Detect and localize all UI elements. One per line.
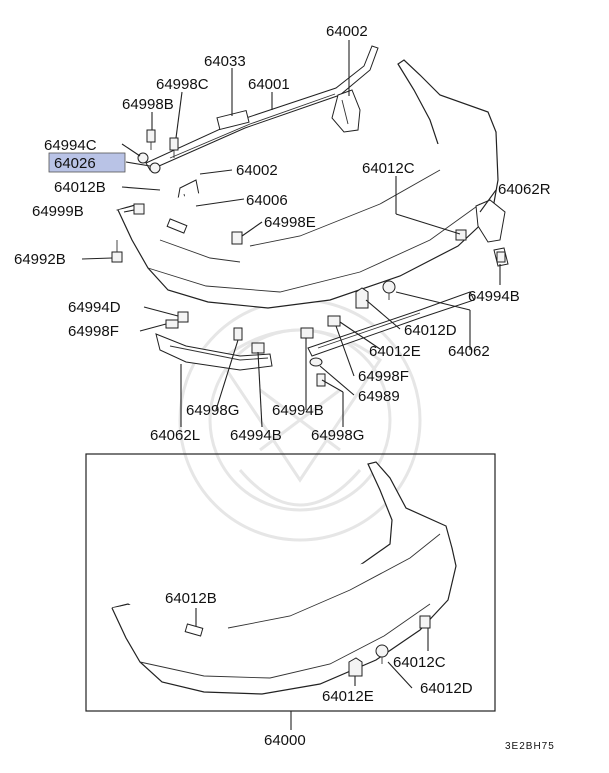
label-64012D-bottom: 64012D [420,680,473,697]
clip-64994D [177,311,189,323]
label-64026: 64026 [54,155,96,172]
label-64062R: 64062R [498,181,551,198]
label-64012C-bottom: 64012C [393,654,446,671]
label-64989: 64989 [358,388,400,405]
label-64992B: 64992B [14,251,66,268]
label-64002-top: 64002 [326,23,368,40]
screw-64998F-right [327,315,341,327]
bolt-64992B [111,240,123,263]
clip-64012C-lower [419,615,431,629]
screw-64998G-left [233,327,243,341]
label-64062: 64062 [448,343,490,360]
label-64999B: 64999B [32,203,84,220]
clip-64999B [133,203,145,215]
label-64012E-bottom: 64012E [322,688,374,705]
label-64012C-top: 64012C [362,160,415,177]
clip-64994B-center [300,327,314,339]
label-64998G-right: 64998G [311,427,364,444]
screw-64998F-left [165,319,179,329]
label-64012B-top: 64012B [54,179,106,196]
screw-64998G-right [316,373,326,387]
clip-64012D-lower [375,644,389,664]
label-64998F-left: 64998F [68,323,119,340]
screw-64998E [231,231,243,245]
lower-rail-64062 [307,291,475,357]
label-64994B-left: 64994B [230,427,282,444]
leader-lines-lower [195,608,429,730]
leader-lines-upper [81,40,501,428]
clip-64994B-left [251,342,265,354]
label-64998C: 64998C [156,76,209,93]
diagram-code: 3E2BH75 [505,741,555,752]
bracket-64002-upper [331,89,361,133]
nut-64026 [149,162,161,174]
label-64998E: 64998E [264,214,316,231]
label-64994B-mid: 64994B [272,402,324,419]
label-64994B-right: 64994B [468,288,520,305]
label-64000: 64000 [264,732,306,749]
clip-64994B-right [496,251,506,263]
label-64001: 64001 [248,76,290,93]
label-64062L: 64062L [150,427,200,444]
labels-lower: 64012B 64012C 64012E 64012D 64000 [165,590,473,749]
upper-retainer-64001 [145,45,379,171]
screw-64998C [169,137,179,158]
label-64033: 64033 [204,53,246,70]
label-64994C: 64994C [44,137,97,154]
highlight-64026 [48,152,126,173]
label-64012E-top: 64012E [369,343,421,360]
clip-64012C-upper [455,229,467,241]
label-64012D-top: 64012D [404,322,457,339]
watermark-emblem [178,298,422,542]
screw-64998B [146,129,156,150]
clip-64994C [137,152,149,164]
label-64998F-right: 64998F [358,368,409,385]
label-64012B-bottom: 64012B [165,590,217,607]
clip-64012E-upper [355,287,369,309]
label-64998G-left: 64998G [186,402,239,419]
seal-64989 [309,357,323,367]
clip-64012D-upper [382,280,396,300]
labels-upper: 64002 64033 64998C 64001 64998B 64994C 6… [14,23,551,444]
label-64998B: 64998B [122,96,174,113]
bumper-cover-lower [111,461,457,695]
clip-64012E-lower [348,657,363,677]
label-64994D: 64994D [68,299,121,316]
label-64002-middle: 64002 [236,162,278,179]
label-64006: 64006 [246,192,288,209]
